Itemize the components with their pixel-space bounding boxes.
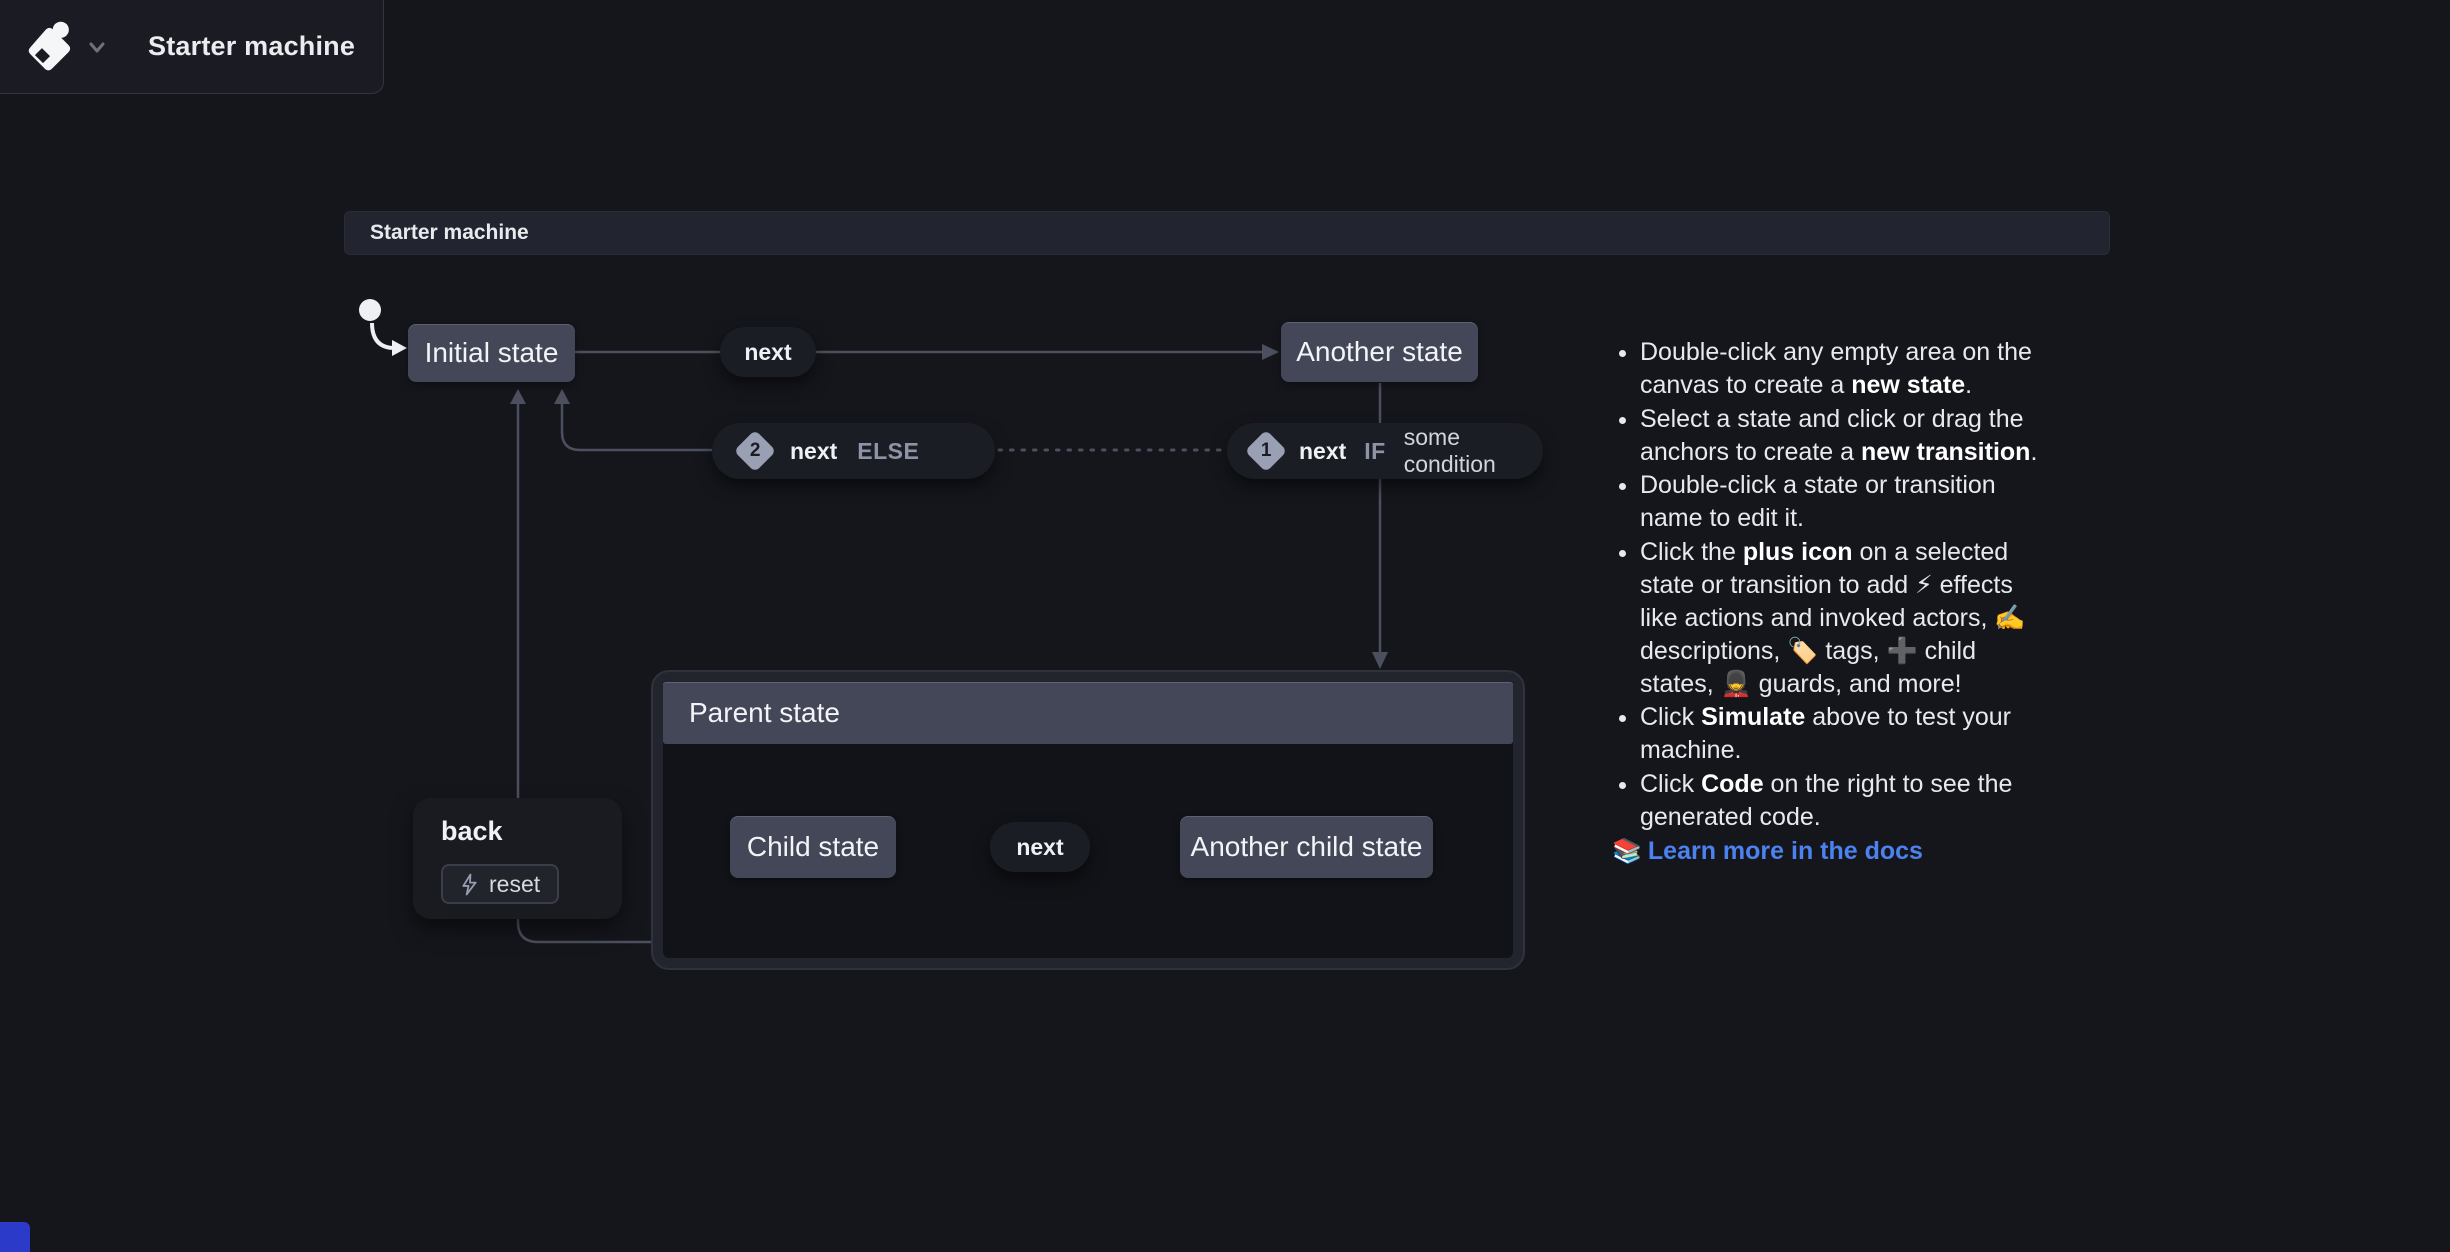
edge-else-to-initial [560, 404, 712, 452]
transition-child-next-label: next [1016, 833, 1064, 860]
state-another-label: Another state [1296, 336, 1463, 367]
chevron-down-icon[interactable] [84, 34, 110, 60]
transition-if-condition: some condition [1403, 424, 1496, 477]
instruction-item: Select a state and click or drag the anc… [1640, 403, 2042, 469]
instructions-panel: Double-click any empty area on the canva… [1612, 336, 2042, 868]
transition-next-if-event: next [1299, 437, 1347, 464]
stately-logo-icon [28, 21, 71, 70]
instruction-item: Double-click a state or transition name … [1640, 469, 2042, 535]
state-another-child[interactable]: Another child state [1180, 816, 1433, 878]
state-another[interactable]: Another state [1281, 322, 1478, 382]
machine-title: Starter machine [148, 31, 356, 61]
app-header: Starter machine [0, 0, 384, 94]
arrowhead-else-into-initial [554, 389, 570, 404]
lightning-action-icon [462, 873, 477, 895]
transition-child-next[interactable]: next [990, 822, 1090, 872]
instruction-item: Click Simulate above to test your machin… [1640, 701, 2042, 767]
transition-if-keyword: IF [1364, 437, 1386, 464]
edge-back-to-initial [516, 404, 656, 944]
transition-next-if[interactable]: 1 next IF some condition [1227, 423, 1543, 479]
instructions-list: Double-click any empty area on the canva… [1612, 336, 2042, 834]
instruction-item: Click Code on the right to see the gener… [1640, 768, 2042, 834]
instruction-item: Double-click any empty area on the canva… [1640, 336, 2042, 402]
books-emoji-icon: 📚 [1612, 837, 1642, 865]
state-child[interactable]: Child state [730, 816, 896, 878]
transition-else-keyword: ELSE [857, 437, 920, 464]
transition-next-1[interactable]: next [720, 327, 816, 377]
machine-header-bar[interactable]: Starter machine [344, 211, 2110, 255]
guard-order-badge: 1 [1244, 429, 1288, 473]
state-parent-label: Parent state [689, 697, 840, 728]
state-child-label: Child state [746, 831, 880, 862]
state-initial-label: Initial state [424, 337, 559, 368]
docs-link[interactable]: Learn more in the docs [1647, 836, 1923, 865]
arrowhead-back-into-initial [510, 389, 526, 404]
state-initial[interactable]: Initial state [408, 324, 575, 382]
transition-next-1-label: next [744, 338, 792, 365]
transition-next-else-event: next [790, 437, 838, 464]
corner-widget-button[interactable] [0, 1222, 30, 1252]
action-reset-label: reset [489, 870, 541, 897]
docs-link-row: 📚 Learn more in the docs [1612, 835, 2042, 868]
transition-next-else[interactable]: 2 next ELSE [712, 423, 995, 479]
action-reset-chip[interactable]: reset [441, 864, 560, 904]
guard-order-badge: 2 [733, 429, 777, 473]
transition-back-event: back [441, 816, 503, 846]
arrowhead-into-parent-state [1372, 652, 1388, 669]
state-another-child-label: Another child state [1190, 831, 1423, 862]
initial-state-marker-icon [359, 299, 407, 356]
instruction-item: Click the plus icon on a selected state … [1640, 536, 2042, 701]
arrowhead-into-another-state [1262, 344, 1279, 360]
transition-back[interactable]: back reset [413, 798, 622, 919]
state-parent-header[interactable]: Parent state [663, 682, 1513, 744]
machine-header-label: Starter machine [370, 221, 529, 244]
